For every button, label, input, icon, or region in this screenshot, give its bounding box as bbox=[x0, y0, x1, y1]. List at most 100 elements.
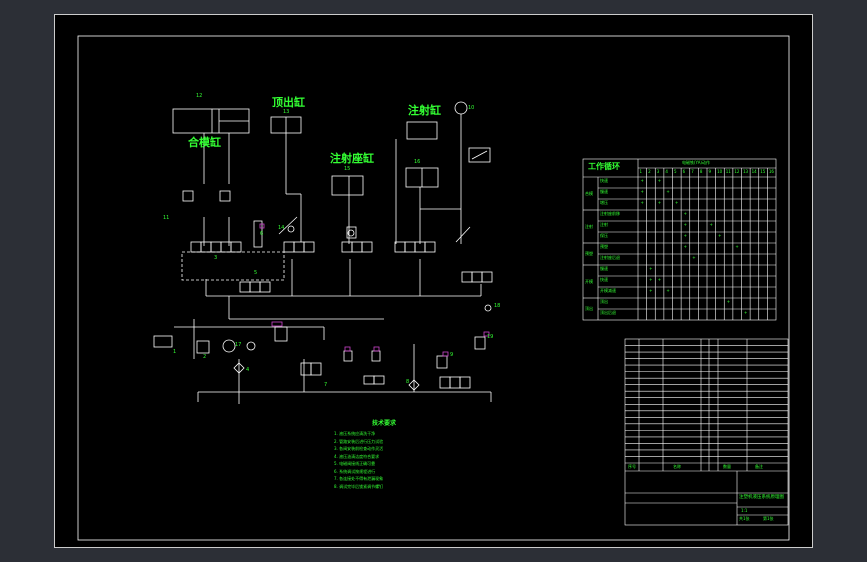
cycle-col-header: 2 bbox=[648, 169, 651, 174]
cycle-row-label: 增压 bbox=[600, 200, 608, 205]
tech-requirement-item: 2. 管路安装后进行压力试验 bbox=[334, 438, 384, 444]
inject-cylinder-label: 注射缸 bbox=[408, 104, 441, 117]
work-cycle-table bbox=[582, 158, 777, 321]
cycle-mark: + bbox=[640, 178, 644, 183]
cycle-col-header: 10 bbox=[717, 169, 723, 174]
seat-cylinder-label: 注射座缸 bbox=[330, 152, 374, 165]
cycle-row-label: 开模减速 bbox=[600, 288, 616, 293]
cycle-col-header: 4 bbox=[665, 169, 668, 174]
sheet-count: 共1张 bbox=[739, 516, 750, 521]
cycle-table-header: 电磁铁(YA)动作 bbox=[682, 160, 710, 165]
cycle-mark: + bbox=[666, 288, 670, 293]
tech-requirement-item: 5. 电磁阀接线正确可靠 bbox=[334, 461, 376, 466]
cycle-mark: + bbox=[735, 244, 739, 249]
cycle-col-header: 5 bbox=[674, 169, 677, 174]
cycle-col-header: 3 bbox=[656, 169, 660, 174]
title-col-note: 备注 bbox=[755, 464, 763, 469]
cycle-mark: + bbox=[718, 233, 722, 238]
cycle-row-label: 快速 bbox=[600, 277, 608, 282]
cycle-row-label: 注射座前移 bbox=[600, 211, 620, 216]
tech-requirement-item: 7. 各连接处不得有泄漏现象 bbox=[334, 476, 384, 481]
pump-number: 10 bbox=[468, 105, 475, 111]
cycle-mark: + bbox=[683, 222, 687, 227]
valve-bank-top bbox=[190, 241, 493, 293]
cycle-mark: + bbox=[649, 288, 653, 293]
pump-10 bbox=[454, 101, 468, 115]
cycle-group-label: 顶出 bbox=[585, 306, 593, 311]
label-5: 5 bbox=[254, 270, 258, 276]
throttle-14-label: 14 bbox=[278, 225, 285, 231]
label-1: 1 bbox=[173, 349, 177, 355]
tech-requirements-title: 技术要求 bbox=[372, 420, 397, 427]
label-2: 2 bbox=[203, 354, 207, 360]
cycle-mark: + bbox=[683, 211, 687, 216]
cycle-col-header: 11 bbox=[725, 169, 731, 174]
valve-18-label: 18 bbox=[494, 303, 501, 309]
inject-cylinder-number: 16 bbox=[414, 159, 421, 165]
cycle-col-header: 13 bbox=[743, 169, 749, 174]
cycle-mark: + bbox=[640, 200, 644, 205]
title-col-seq: 序号 bbox=[628, 464, 636, 469]
cycle-row-label: 注射 bbox=[600, 222, 608, 227]
title-block bbox=[624, 338, 789, 526]
cycle-table-title: 工作循环 bbox=[588, 162, 620, 171]
cycle-group-label: 注射 bbox=[585, 223, 593, 229]
cycle-col-header: 12 bbox=[734, 169, 740, 174]
cycle-group-label: 开模 bbox=[585, 278, 593, 284]
cycle-row-label: 顶出 bbox=[600, 299, 608, 304]
mold-cylinder-label: 合模缸 bbox=[188, 136, 221, 149]
cycle-row-label: 顶出后退 bbox=[600, 310, 616, 315]
cycle-row-label: 慢速 bbox=[600, 266, 608, 271]
cycle-mark: + bbox=[657, 277, 662, 282]
cycle-mark: + bbox=[683, 233, 687, 238]
cycle-col-header: 7 bbox=[691, 169, 694, 174]
sheet-number: 第1张 bbox=[763, 516, 774, 521]
cycle-row-label: 预塑 bbox=[600, 244, 608, 249]
drawing-sheet: 12 合模缸 顶出缸 13 注射缸 16 注射座缸 15 10 11 14 18… bbox=[54, 14, 813, 548]
cycle-mark: + bbox=[726, 299, 731, 304]
cycle-group-label: 合模 bbox=[585, 190, 593, 196]
eject-cylinder-label: 顶出缸 bbox=[272, 96, 305, 109]
label-6: 6 bbox=[260, 231, 264, 237]
cycle-row-label: 注射座后退 bbox=[600, 255, 620, 260]
title-col-qty: 数量 bbox=[723, 464, 731, 469]
cycle-col-header: 15 bbox=[760, 169, 766, 174]
tech-requirement-item: 6. 系统调试按规程进行 bbox=[334, 468, 376, 474]
cycle-mark: + bbox=[657, 200, 662, 205]
outer-border bbox=[54, 14, 813, 548]
cycle-col-header: 14 bbox=[751, 169, 757, 174]
label-17: 17 bbox=[235, 342, 242, 348]
label-8: 8 bbox=[406, 379, 410, 385]
tech-requirement-item: 3. 各阀安装前检查动作灵活 bbox=[334, 446, 384, 451]
cycle-mark: + bbox=[640, 189, 644, 194]
cycle-row-label: 快速 bbox=[600, 178, 608, 183]
eject-cylinder-number: 13 bbox=[283, 109, 290, 115]
cycle-mark: + bbox=[649, 266, 653, 271]
cycle-col-header: 1 bbox=[639, 169, 643, 174]
drawing-name: 注塑机液压系统原理图 bbox=[739, 495, 784, 500]
seat-cylinder bbox=[331, 175, 364, 196]
cycle-mark: + bbox=[692, 255, 696, 260]
throttle-11-label: 11 bbox=[163, 215, 170, 221]
title-col-name: 名称 bbox=[673, 464, 681, 469]
tech-requirement-item: 8. 调试完毕后锁紧调节螺钉 bbox=[334, 483, 384, 489]
label-3: 3 bbox=[214, 255, 218, 261]
inner-border bbox=[77, 35, 790, 541]
pump-17 bbox=[222, 339, 236, 353]
label-4: 4 bbox=[246, 367, 250, 373]
cycle-mark: + bbox=[666, 189, 670, 194]
label-7: 7 bbox=[324, 382, 328, 388]
seat-cylinder-number: 15 bbox=[344, 166, 351, 172]
cycle-col-header: 9 bbox=[708, 169, 712, 174]
inject-cylinder bbox=[406, 121, 438, 140]
cycle-mark: + bbox=[683, 244, 687, 249]
cycle-col-header: 8 bbox=[699, 169, 703, 174]
cycle-mark: + bbox=[649, 277, 653, 282]
tech-requirement-item: 4. 液压油清洁度符合要求 bbox=[334, 453, 380, 459]
label-19: 19 bbox=[487, 334, 494, 340]
cycle-group-label: 预塑 bbox=[585, 251, 593, 256]
tech-requirement-item: 1. 液压系统应清洗干净 bbox=[334, 431, 376, 436]
label-9: 9 bbox=[450, 352, 454, 358]
cycle-row-label: 慢速 bbox=[600, 189, 608, 194]
hydraulic-schematic bbox=[54, 14, 813, 548]
